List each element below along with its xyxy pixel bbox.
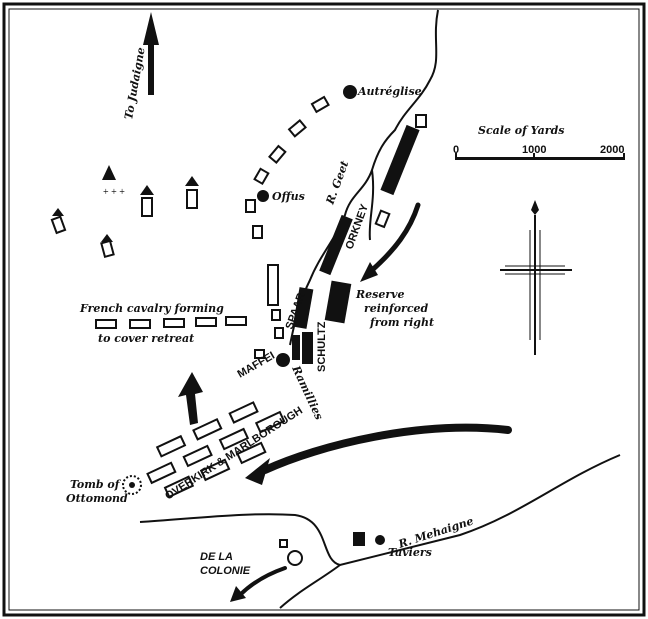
- label-de-la: DE LA: [200, 551, 233, 563]
- arrow-north-attack: [178, 372, 203, 425]
- label-schultz: SCHULTZ: [316, 321, 328, 372]
- arrow-reserve-head: [360, 262, 378, 282]
- arrow-to-judaigne: [143, 12, 159, 95]
- village-offus-icon: [257, 190, 269, 202]
- french-cavalry-units: [95, 316, 247, 329]
- arrow-de-la-colonie: [238, 566, 287, 597]
- french-units-west: + + +: [50, 165, 199, 259]
- french-unit-spaar: [267, 264, 279, 306]
- allied-cavalry-units: [146, 401, 286, 499]
- map-inner-border: [8, 8, 640, 611]
- label-reserve-3: from right: [369, 316, 434, 329]
- label-colonie: COLONIE: [200, 565, 251, 577]
- river-mehaigne-south: [279, 564, 341, 609]
- label-tomb-1: Tomb of: [70, 478, 122, 491]
- scale-of-yards: Scale of Yards 0 1000 2000: [453, 124, 625, 160]
- river-geet-branch: [368, 169, 375, 241]
- arrow-reserve: [367, 202, 421, 275]
- scale-tick-1000: 1000: [522, 144, 546, 156]
- arrow-flank-attack: [261, 423, 512, 474]
- village-autreglise-icon: [343, 85, 357, 99]
- label-french-cavalry-1: French cavalry forming: [79, 302, 224, 315]
- allied-unit-spaar: [292, 287, 314, 329]
- village-ramillies-icon: [276, 353, 290, 367]
- scale-tick-0: 0: [453, 144, 459, 156]
- allied-unit-reserve: [324, 280, 352, 324]
- arrow-flank-attack-head: [245, 458, 270, 485]
- allied-orkney-units: [319, 114, 427, 276]
- svg-text:+ + +: + + +: [103, 187, 125, 198]
- river-mehaigne: [139, 454, 621, 567]
- compass-rose: [500, 200, 572, 355]
- label-reserve-2: reinforced: [364, 302, 429, 315]
- label-reserve-1: Reserve: [355, 288, 405, 301]
- scale-tick-2000: 2000: [600, 144, 624, 156]
- allied-unit-taviers: [353, 532, 365, 546]
- label-french-cavalry-2: to cover retreat: [98, 332, 194, 345]
- village-taviers-icon: [375, 535, 385, 545]
- label-taviers: Taviers: [388, 546, 432, 559]
- french-line-north: [245, 95, 330, 239]
- label-offus: Offus: [272, 190, 305, 203]
- scale-title: Scale of Yards: [478, 124, 564, 137]
- label-tomb-2: Ottomond: [66, 492, 128, 505]
- label-autreglise: Autréglise: [357, 85, 422, 98]
